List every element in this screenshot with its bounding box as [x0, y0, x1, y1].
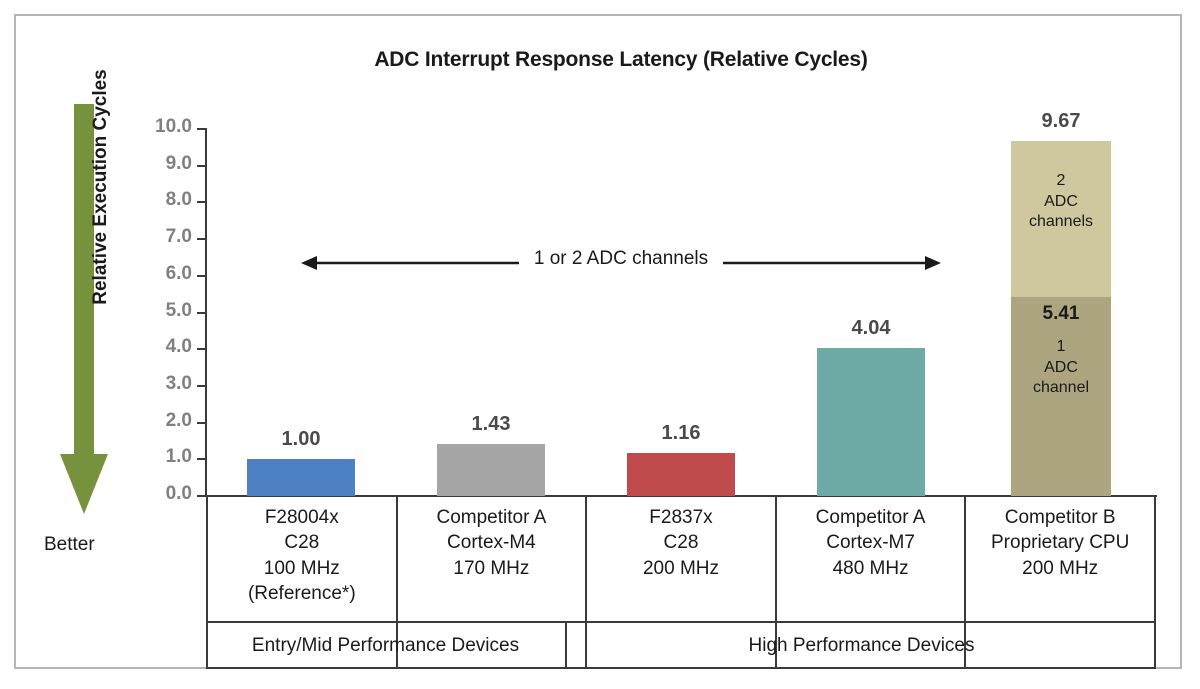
- category-cell: Competitor A Cortex-M4 170 MHz: [398, 497, 588, 667]
- category-label: Competitor B Proprietary CPU 200 MHz: [991, 507, 1130, 579]
- group-label-entry-mid: Entry/Mid Performance Devices: [206, 621, 567, 669]
- bar-segment-value: 5.41: [1042, 303, 1080, 325]
- bar-value-label: 1.00: [281, 428, 321, 451]
- bar-segment-label: 1 ADC channel: [1032, 338, 1090, 397]
- y-axis-tick-label: 10.0: [155, 116, 192, 137]
- y-axis-tick-label: 9.0: [165, 152, 192, 174]
- y-axis-tick-mark: [197, 238, 206, 241]
- y-axis-tick-mark: [197, 348, 206, 351]
- category-label: Competitor A Cortex-M7 480 MHz: [815, 507, 926, 579]
- bar: [627, 453, 735, 496]
- chart-title: ADC Interrupt Response Latency (Relative…: [374, 48, 868, 71]
- bar: [817, 347, 925, 496]
- category-label: F2837x C28 200 MHz: [642, 507, 719, 579]
- chart-frame: ADC Interrupt Response Latency (Relative…: [14, 14, 1182, 669]
- y-axis-tick-label: 8.0: [165, 189, 192, 211]
- bar-segment-label: 2 ADC channels: [1028, 172, 1094, 231]
- y-axis-tick-mark: [197, 495, 206, 497]
- y-axis-tick-mark: [197, 274, 206, 277]
- bar-value-label: 1.16: [661, 422, 701, 445]
- bar-value-label: 9.67: [1041, 110, 1081, 133]
- category-label: F28004x C28 100 MHz (Reference*): [247, 507, 356, 604]
- category-cell: F2837x C28 200 MHz: [587, 497, 777, 667]
- y-axis-tick-mark: [197, 384, 206, 387]
- group-label-row: Entry/Mid Performance Devices High Perfo…: [206, 621, 1156, 669]
- better-direction-arrow: [60, 104, 108, 514]
- y-axis-tick-label: 0.0: [165, 483, 192, 504]
- category-label: Competitor A Cortex-M4 170 MHz: [436, 507, 547, 579]
- y-axis-tick-mark: [197, 128, 206, 130]
- adc-channels-annotation-label: 1 or 2 ADC channels: [533, 248, 709, 269]
- y-axis-line: [205, 128, 207, 497]
- y-axis-tick-mark: [197, 311, 206, 314]
- category-cell: Competitor B Proprietary CPU 200 MHz: [966, 497, 1154, 667]
- y-axis-tick-mark: [197, 164, 206, 167]
- y-axis-tick-mark: [197, 201, 206, 204]
- category-axis-table: F28004x C28 100 MHz (Reference*) Competit…: [206, 497, 1156, 669]
- y-axis-tick-label: 3.0: [165, 372, 192, 394]
- y-axis-tick-mark: [197, 421, 206, 424]
- y-axis-tick-label: 6.0: [165, 262, 192, 284]
- bar-value-label: 4.04: [851, 316, 891, 339]
- y-axis-tick-mark: [197, 458, 206, 461]
- bar: [247, 459, 355, 496]
- category-cell: Competitor A Cortex-M7 480 MHz: [777, 497, 967, 667]
- better-label: Better: [44, 534, 95, 555]
- y-axis-tick-label: 1.0: [165, 446, 192, 468]
- y-axis-tick-label: 4.0: [165, 336, 192, 358]
- y-axis-tick-label: 5.0: [165, 299, 192, 321]
- bar-segment-1-adc-channel: 5.41 1 ADC channel: [1011, 297, 1111, 496]
- y-axis-tick-label: 7.0: [165, 226, 192, 248]
- bar-value-label: 1.43: [471, 412, 511, 435]
- x-axis-line: [205, 495, 1157, 497]
- bar-segment-2-adc-channels: 2 ADC channels: [1011, 141, 1111, 298]
- y-axis-tick-label: 2.0: [165, 409, 192, 431]
- y-axis-title: Relative Execution Cycles: [90, 69, 111, 305]
- bar: [437, 443, 545, 496]
- category-cell: F28004x C28 100 MHz (Reference*): [208, 497, 398, 667]
- group-label-high-performance: High Performance Devices: [567, 621, 1156, 669]
- double-headed-arrow-icon: [301, 256, 941, 270]
- adc-channels-annotation: 1 or 2 ADC channels: [301, 248, 941, 278]
- plot-area: 10.0 9.0 8.0 7.0 6.0 5.0 4.0 3.0 2.0 1.0 0.0 1.00 1…: [155, 110, 1156, 504]
